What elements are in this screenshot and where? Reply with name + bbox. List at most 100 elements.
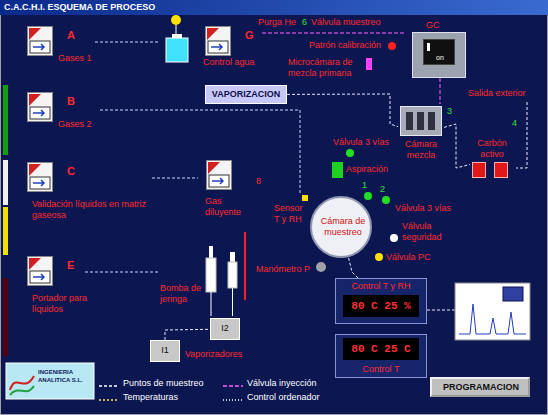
title-bar: C.A.C.H.I. ESQUEMA DE PROCESO [0,0,548,15]
valve-dot [346,149,354,157]
suction-pump [332,162,343,178]
valve-dot [382,196,390,204]
legend-sample [222,378,244,390]
syringe-needle [232,288,233,316]
legend-item: Válvula inyección [222,378,372,390]
pipe-connector [165,329,210,340]
source-icon [27,26,53,56]
part-label: Válvula PC [386,252,431,263]
node-text: Gases 2 [58,119,92,130]
icon-drawing [27,256,53,286]
equipment-node: Aspiración [332,160,392,180]
legend-text: Puntos de muestreo [123,378,204,389]
node-label: Aspiración [346,164,388,175]
chamber-slot [417,112,424,130]
process-box: Control T y RH80 C 25 % [335,278,427,324]
callout-number: 8 [256,176,261,187]
source-icon-node: CValidación líquidos en matriz gaseosa [24,162,149,222]
icon-arrow [33,274,44,280]
icon-drawing [27,92,53,122]
icon-frame [28,93,53,122]
equipment-node: Cámara mezcla [398,106,444,162]
icon-screen [209,175,229,187]
node-text: on [436,54,444,62]
exhaust-line [516,102,527,168]
icon-arrow [212,178,223,184]
company-logo [6,363,94,399]
diluent-line [244,232,246,300]
title-text: C.A.C.H.I. ESQUEMA DE PROCESO [4,2,155,13]
node-label: A [67,29,75,41]
valve-dot [364,192,372,200]
calibration-valve [388,42,396,50]
legend-stroke [99,399,119,401]
part-label: Vaporizadores [185,349,242,360]
legend-stroke [223,385,243,387]
line-bar [3,85,8,155]
legend-sample [98,378,120,390]
node-text: Gases 1 [58,53,92,64]
node-label: PROGRAMACION [443,382,519,393]
part-label: Válvula seguridad [402,221,452,243]
icon-frame [206,27,231,56]
chromatogram [455,283,530,340]
icon-arrow [33,110,44,116]
node-text: Control agua [203,57,255,68]
chamber-slot [406,112,413,130]
pipe-connector [444,124,470,168]
node-label: Carbón activo [470,138,514,160]
source-icon-node: BGases 2 [24,92,99,132]
icon-drawing [27,26,53,56]
bottle-cap [172,34,182,38]
icon-frame [207,161,232,190]
equipment-node: GCon [412,20,466,78]
node-label: Cámara mezcla [398,139,444,161]
legend-line [222,394,244,406]
syringe-plunger [209,246,213,258]
icon-screen [30,177,50,189]
icon-screen [30,107,50,119]
pc-valve [375,253,383,261]
icon-mark [207,28,219,40]
gas-line [85,272,158,273]
node-label: I2 [221,323,229,334]
micro-chamber [366,58,372,70]
icon-arrow [33,44,44,50]
source-icon [27,162,53,192]
sampling-chamber: Cámara de muestreo [310,196,372,258]
part-label: Microcámara de mezcla primaria [288,57,362,79]
process-box: PROGRAMACION [430,377,530,397]
icon-frame [28,27,53,56]
icon-mark [29,28,41,40]
source-icon-node: EPortador para líquidos [24,256,119,316]
line-bar [3,207,8,255]
legend-text: Temperaturas [123,392,178,403]
icon-arrow [33,180,44,186]
node-label: Gas diluyente [205,196,253,218]
legend-item: Temperaturas [98,392,248,404]
part-label: INGENIERIA ANALITICA S.L. [38,368,92,384]
carbon-filter [494,162,508,178]
source-icon-node: A Gases 1 [24,26,99,66]
syringe-barrel [206,258,216,292]
icon-drawing [27,162,53,192]
icon-screen [30,271,50,283]
legend-item: Puntos de muestreo [98,378,248,390]
part-label: Bomba de jeringa [160,283,204,305]
icon-screen [30,41,50,53]
part-label: Manómetro P [256,264,310,275]
gas-line [152,178,198,179]
process-box: VAPORIZACION [205,85,287,104]
node-text: Control T [336,364,426,375]
process-box: 80 C 25 CControl T [335,334,427,378]
legend-line [222,380,244,392]
icon-screen [208,41,228,53]
water-bottle [166,38,188,62]
source-icon-node: Gas diluyente [203,160,253,230]
callout-number: 4 [512,118,517,129]
source-icon [206,160,232,190]
icon-frame [28,257,53,286]
syringe-plunger [230,252,235,262]
